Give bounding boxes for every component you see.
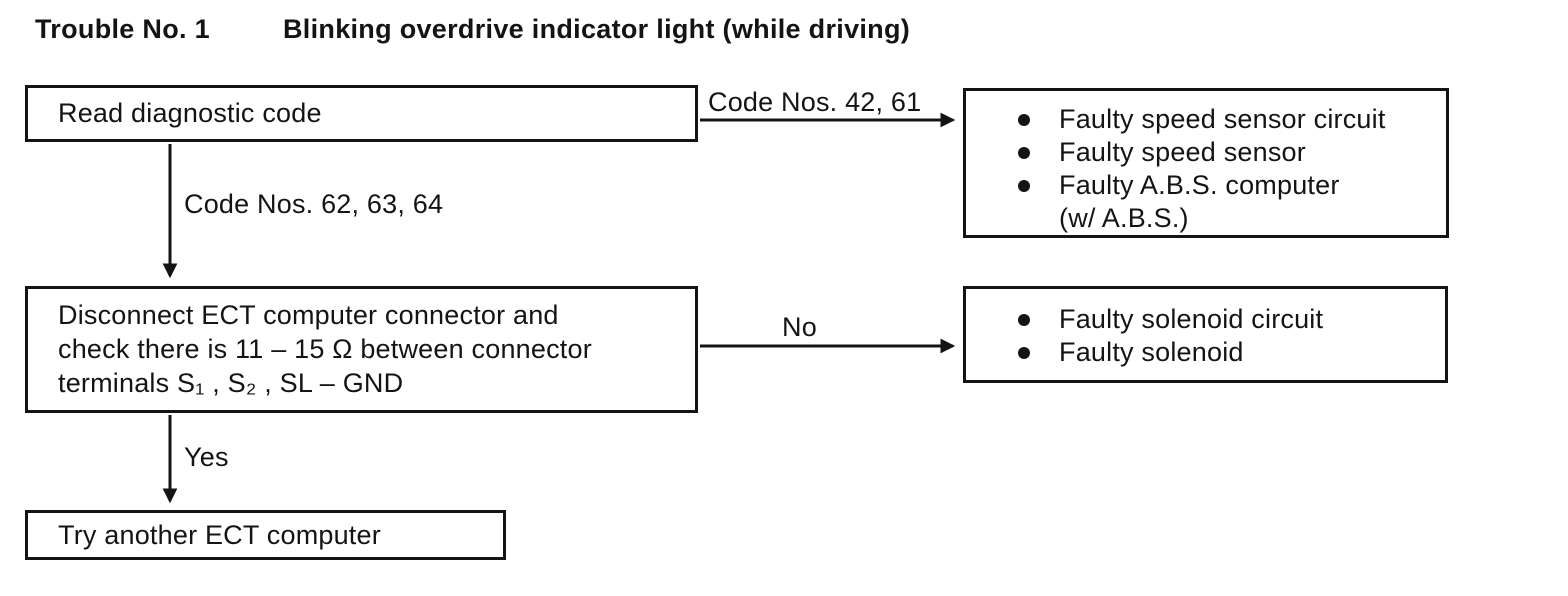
result-item-text: Faulty A.B.S. computer <box>1059 170 1340 200</box>
result-solenoid-box: Faulty solenoid circuit Faulty solenoid <box>963 286 1448 383</box>
result-item: Faulty speed sensor circuit <box>966 103 1440 136</box>
step-line: terminals S₁ , S₂ , SL – GND <box>58 368 404 398</box>
trouble-number: Trouble No. 1 <box>35 14 210 44</box>
result-item-continuation: (w/ A.B.S.) <box>966 202 1440 235</box>
result-speed-sensor-box: Faulty speed sensor circuit Faulty speed… <box>963 88 1449 238</box>
step-read-diagnostic-code: Read diagnostic code <box>25 85 698 142</box>
step-try-another-ect-computer: Try another ECT computer <box>25 510 506 560</box>
result-item-text: Faulty solenoid circuit <box>1059 304 1324 334</box>
edge-label-codes-42-61: Code Nos. 42, 61 <box>708 87 922 117</box>
trouble-description: Blinking overdrive indicator light (whil… <box>283 14 911 44</box>
result-item: Faulty speed sensor <box>966 136 1440 169</box>
bullet-icon <box>1018 146 1030 159</box>
step-try-another-ect-computer-text: Try another ECT computer <box>58 519 381 550</box>
bullet-icon <box>1018 179 1030 192</box>
step-line: check there is 11 – 15 Ω between connect… <box>58 334 592 364</box>
bullet-icon <box>1018 346 1030 359</box>
result-item: Faulty solenoid <box>966 336 1439 369</box>
edge-label-no: No <box>782 312 817 342</box>
result-item-text: Faulty speed sensor circuit <box>1059 104 1386 134</box>
step-disconnect-ect-computer: Disconnect ECT computer connector and ch… <box>25 286 698 413</box>
step-line: Disconnect ECT computer connector and <box>58 300 559 330</box>
bullet-icon <box>1018 313 1030 326</box>
page-title: Trouble No. 1 Blinking overdrive indicato… <box>35 14 910 45</box>
result-item: Faulty solenoid circuit <box>966 303 1439 336</box>
result-item-text: Faulty speed sensor <box>1059 137 1306 167</box>
step-read-diagnostic-code-text: Read diagnostic code <box>58 98 322 128</box>
result-item: Faulty A.B.S. computer <box>966 169 1440 202</box>
edge-label-codes-62-63-64: Code Nos. 62, 63, 64 <box>184 189 444 219</box>
edge-label-yes: Yes <box>184 442 229 472</box>
result-item-text: (w/ A.B.S.) <box>1059 203 1189 233</box>
result-item-text: Faulty solenoid <box>1059 337 1244 367</box>
bullet-icon <box>1018 113 1030 126</box>
